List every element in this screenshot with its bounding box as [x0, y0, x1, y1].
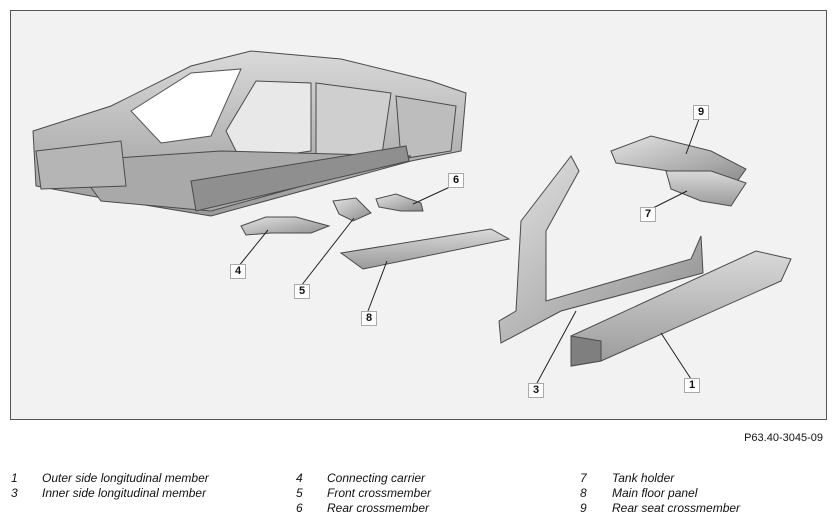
part-8-main-floor-panel	[339, 228, 511, 270]
callout-5: 5	[294, 284, 310, 299]
callout-9: 9	[693, 105, 709, 120]
legend-text: Outer side longitudinal member	[42, 471, 209, 485]
legend-number: 3	[11, 486, 18, 500]
part-7-tank-holder	[665, 170, 747, 207]
legend-text: Front crossmember	[327, 486, 432, 500]
figure-reference-code: P63.40-3045-09	[744, 432, 823, 444]
legend-number: 8	[580, 486, 587, 500]
legend-text: Rear seat crossmember	[612, 501, 741, 515]
legend-number: 9	[580, 501, 587, 515]
legend-text: Rear crossmember	[327, 501, 430, 515]
legend-number: 1	[11, 471, 18, 485]
callout-4: 4	[230, 264, 246, 279]
legend-text: Tank holder	[612, 471, 675, 485]
callout-1: 1	[684, 378, 700, 393]
diagram-artwork	[32, 50, 792, 384]
callout-6: 6	[448, 173, 464, 188]
part-5-front-crossmember	[332, 197, 372, 222]
legend-text: Main floor panel	[612, 486, 698, 500]
callout-8: 8	[361, 311, 377, 326]
legend-number: 5	[296, 486, 303, 500]
legend-number: 4	[296, 471, 303, 485]
legend-text: Connecting carrier	[327, 471, 426, 485]
callout-3: 3	[528, 383, 544, 398]
callout-7: 7	[640, 207, 656, 222]
part-4-connecting-carrier	[240, 216, 331, 236]
car-body-shell	[32, 50, 467, 217]
legend-number: 6	[296, 501, 303, 515]
exploded-body-diagram: 9 6 7 4 5 8 3 1	[10, 10, 827, 420]
part-6-rear-crossmember	[375, 193, 424, 212]
legend-number: 7	[580, 471, 587, 485]
part-3-inner-side-longitudinal-member	[498, 155, 704, 344]
part-1-outer-side-longitudinal-member	[570, 250, 792, 367]
legend-text: Inner side longitudinal member	[42, 486, 207, 500]
leader-lines	[237, 118, 700, 384]
